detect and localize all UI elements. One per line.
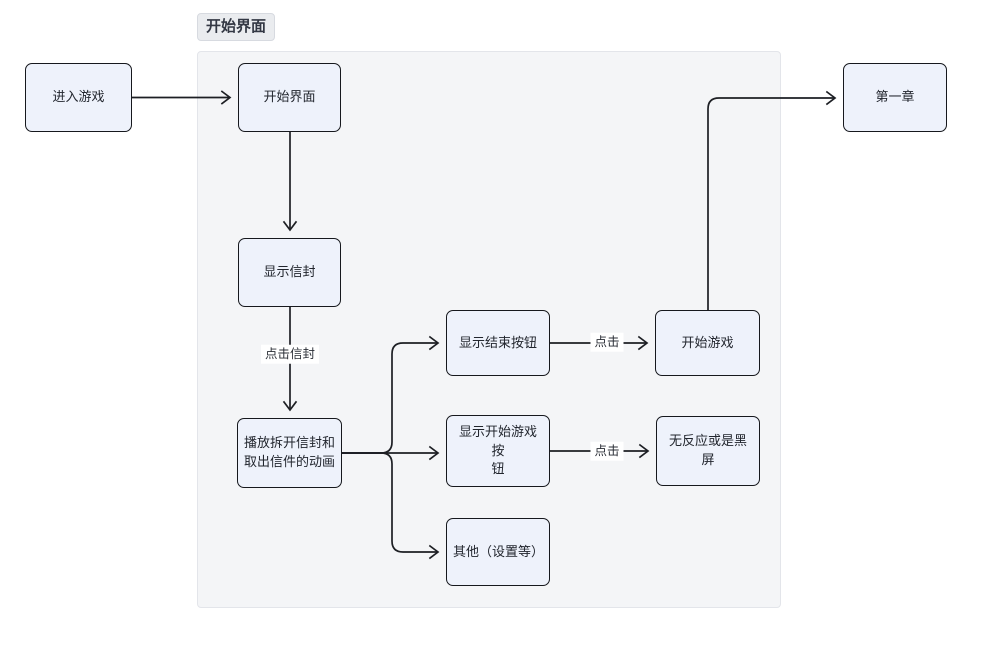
node-label: 播放拆开信封和 取出信件的动画: [244, 435, 336, 469]
node-play-open-envelope-animation[interactable]: 播放拆开信封和 取出信件的动画: [237, 418, 342, 488]
node-label: 显示开始游戏按 钮: [458, 423, 537, 477]
node-show-end-button[interactable]: 显示结束按钮: [446, 310, 550, 376]
edge-label-click-start-game-button: 点击: [590, 441, 624, 461]
node-label: 进入游戏: [52, 89, 105, 105]
node-label: 开始游戏: [681, 334, 734, 350]
subgraph-label: 开始界面: [197, 13, 276, 41]
node-enter-game[interactable]: 进入游戏: [25, 63, 132, 132]
node-no-response-or-black-screen[interactable]: 无反应或是黑屏: [656, 416, 760, 486]
node-label: 显示结束按钮: [458, 334, 537, 350]
node-label: 第一章: [875, 89, 915, 105]
node-chapter-one[interactable]: 第一章: [843, 63, 947, 132]
node-other-settings[interactable]: 其他（设置等）: [446, 518, 550, 586]
node-label: 无反应或是黑屏: [668, 433, 747, 467]
node-start-game[interactable]: 开始游戏: [655, 310, 760, 376]
edge-label-click-envelope: 点击信封: [260, 344, 320, 364]
edge-label-click-end-button: 点击: [590, 332, 624, 352]
node-show-start-game-button[interactable]: 显示开始游戏按 钮: [446, 415, 550, 487]
node-label: 开始界面: [263, 89, 316, 105]
node-label: 其他（设置等）: [453, 543, 545, 559]
node-label: 显示信封: [263, 264, 316, 280]
node-show-envelope[interactable]: 显示信封: [238, 238, 341, 307]
node-start-screen[interactable]: 开始界面: [238, 63, 341, 132]
